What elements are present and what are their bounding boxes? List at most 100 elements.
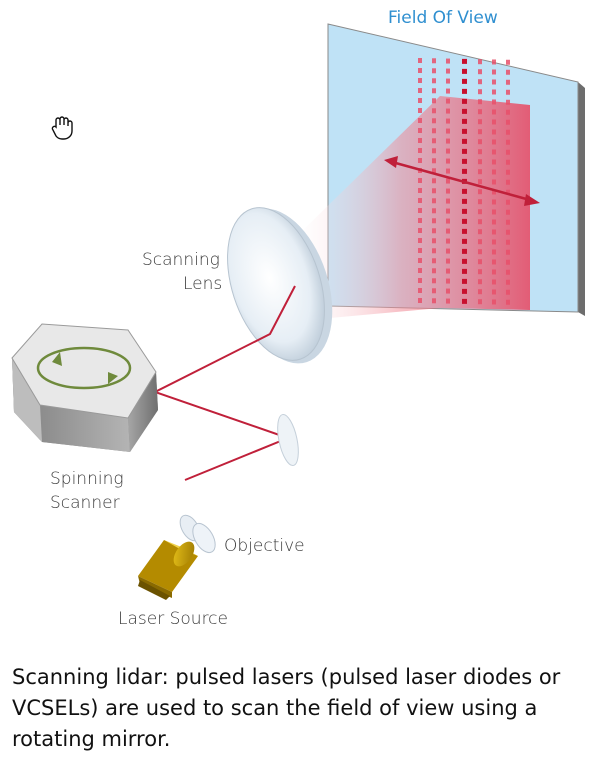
scan-dot [462, 258, 467, 264]
scan-dot [478, 99, 482, 105]
scan-dot [462, 58, 467, 64]
scan-dot [492, 139, 496, 145]
scan-dot [446, 268, 450, 274]
scan-dot [418, 108, 422, 113]
scan-dot [506, 199, 510, 205]
scan-dot [446, 198, 450, 204]
scan-dot [446, 128, 450, 134]
scan-dot [492, 159, 496, 165]
scan-dot [506, 249, 510, 255]
scan-dot [478, 259, 482, 265]
scan-dot [432, 108, 436, 114]
scan-dot [418, 248, 422, 253]
scan-dot [446, 98, 450, 104]
scan-dot [432, 218, 436, 224]
scan-dot [506, 139, 510, 145]
scan-dot [418, 298, 422, 303]
scan-dot [478, 239, 482, 245]
scan-dot [492, 209, 496, 215]
rotation-arrow-icon [36, 346, 132, 390]
scan-dot [506, 179, 510, 185]
scan-dot [462, 208, 467, 214]
scan-dot [462, 138, 467, 144]
scan-dot [432, 138, 436, 144]
scan-dot [506, 159, 510, 165]
scan-dot [462, 98, 467, 104]
scan-dot [506, 109, 510, 115]
scan-dot [418, 88, 422, 93]
lidar-diagram: Field Of View Scanning Lens Spinning Sca… [11, 8, 585, 629]
scan-dot [446, 88, 450, 94]
scan-dot [446, 288, 450, 294]
scan-dot [462, 238, 467, 244]
scan-dot [506, 279, 510, 285]
scan-dot [492, 79, 496, 85]
scan-dot [462, 248, 467, 254]
scan-dot [492, 179, 496, 185]
scan-dot [506, 99, 510, 105]
scan-dot [478, 279, 482, 285]
scan-dot [492, 69, 496, 75]
scan-dot [432, 198, 436, 204]
scan-dot [418, 228, 422, 233]
spinning-scanner-label-line1: Spinning [50, 469, 124, 489]
objective-lens [179, 514, 216, 554]
spinning-scanner [11, 323, 158, 452]
scan-dot [478, 169, 482, 175]
scan-dot [478, 129, 482, 135]
scan-dot [418, 238, 422, 243]
scan-dot [418, 268, 422, 273]
scan-dot [492, 299, 496, 305]
scan-dot [462, 158, 467, 164]
scan-dot [432, 258, 436, 264]
hand-cursor-icon [51, 116, 73, 140]
scan-dot [506, 239, 510, 245]
scan-dot [446, 108, 450, 114]
scan-dot [432, 88, 436, 94]
laser-source [138, 540, 198, 600]
scan-dot [446, 58, 450, 64]
scan-dot [506, 119, 510, 125]
scan-dot [478, 79, 482, 85]
scan-dot [432, 168, 436, 174]
scan-dot [446, 148, 450, 154]
scan-dot [432, 298, 436, 304]
scan-dot [418, 208, 422, 213]
scan-dot [506, 69, 510, 75]
scan-dot [506, 189, 510, 195]
scan-dot [432, 158, 436, 164]
scan-direction-arrow [384, 156, 540, 206]
scan-dot [492, 239, 496, 245]
scan-dot [478, 69, 482, 75]
scan-dot [446, 218, 450, 224]
scan-dot [462, 148, 467, 154]
scan-dot [506, 259, 510, 265]
scan-dot [418, 98, 422, 103]
scan-dot [478, 139, 482, 145]
scan-dot [432, 238, 436, 244]
scan-dot [492, 189, 496, 195]
scan-dot [446, 118, 450, 124]
scan-dot [418, 128, 422, 133]
scan-dot [492, 109, 496, 115]
scan-dot [432, 248, 436, 254]
scan-dot [492, 59, 496, 65]
scan-dot [506, 299, 510, 305]
scan-dot [432, 188, 436, 194]
scan-dot [432, 178, 436, 184]
scan-dot [446, 228, 450, 234]
scan-dot [478, 189, 482, 195]
scan-dot [506, 229, 510, 235]
scan-dot [478, 59, 482, 65]
scan-dot [432, 208, 436, 214]
scan-dot [478, 219, 482, 225]
scan-dot [506, 219, 510, 225]
scan-dot [492, 229, 496, 235]
scan-dot [492, 249, 496, 255]
scan-dot [418, 288, 422, 293]
scan-dot [492, 199, 496, 205]
scan-dot [418, 188, 422, 193]
scan-dot [432, 118, 436, 124]
scan-dot [478, 229, 482, 235]
scan-dot [432, 288, 436, 294]
